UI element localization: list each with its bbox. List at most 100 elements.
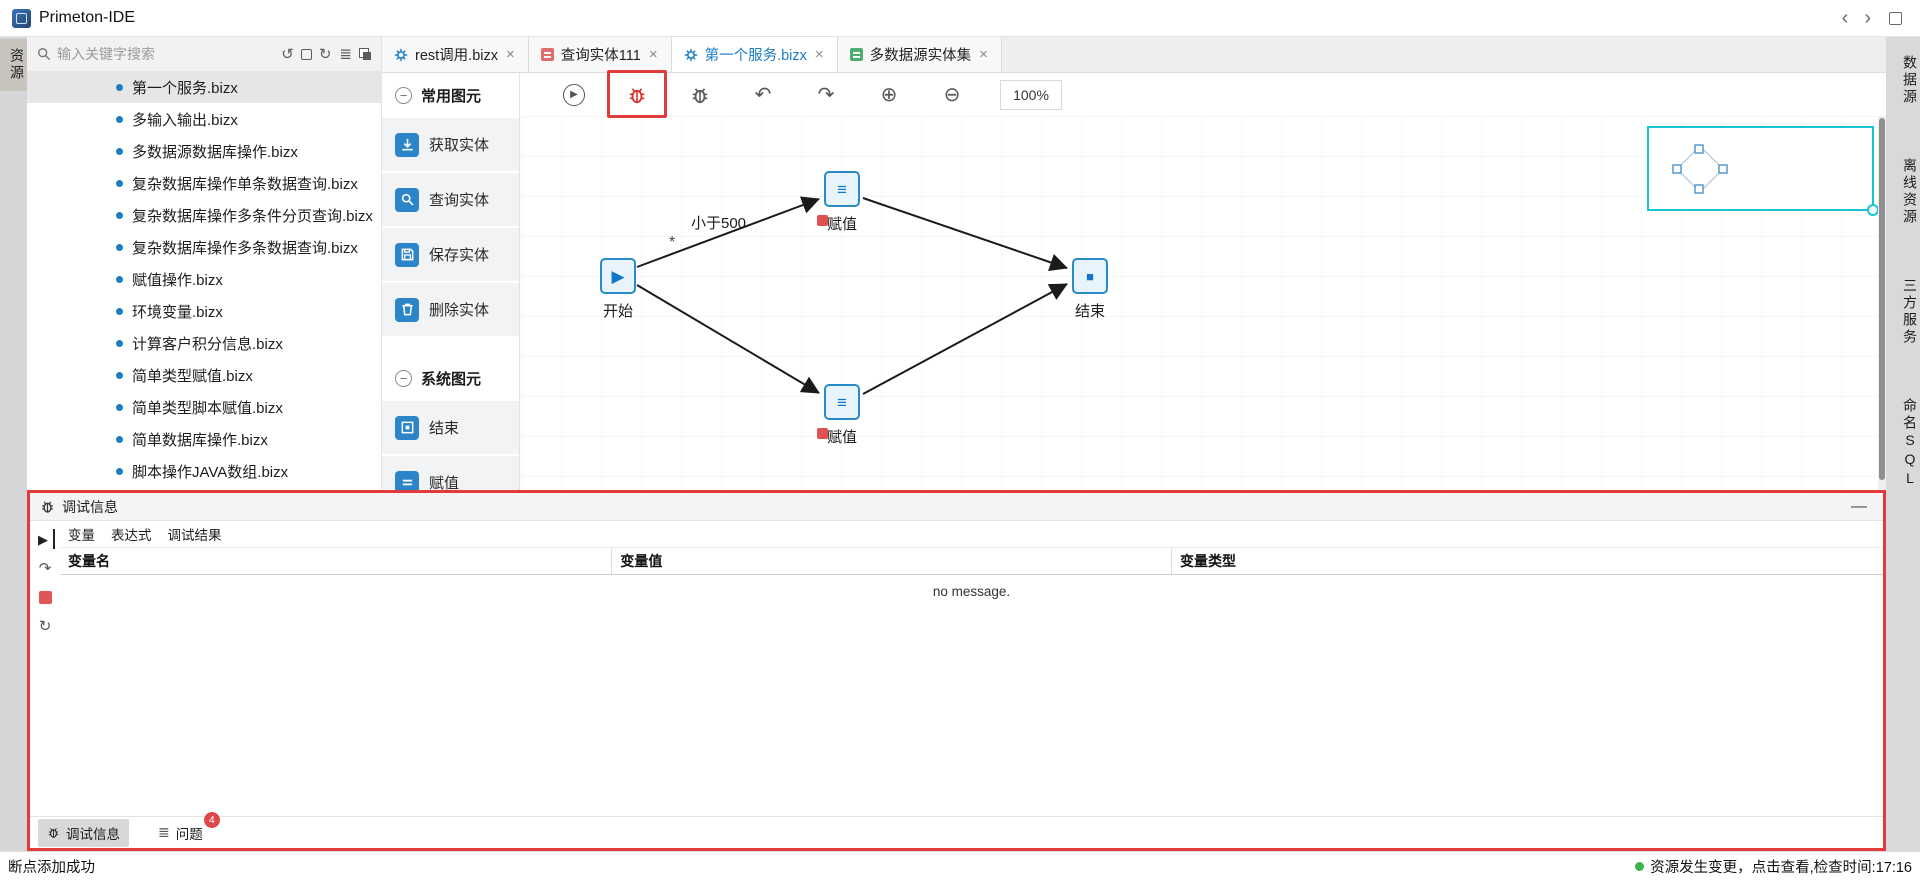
right-strip-tab-offline-resources[interactable]: 离线资源 <box>1902 158 1918 226</box>
search-input[interactable] <box>57 46 275 62</box>
collapse-icon[interactable]: − <box>395 370 412 387</box>
tab-debug-results[interactable]: 调试结果 <box>167 528 222 543</box>
element-palette: − 常用图元 获取实体 查询实体 保存实体 删除实体 − 系统 <box>382 73 520 490</box>
list-filter-icon[interactable]: ≣ <box>339 45 352 63</box>
sync-icon[interactable]: ↺ <box>281 45 294 63</box>
file-item[interactable]: 简单类型赋值.bizx <box>27 359 381 391</box>
variables-table-header: 变量名 变量值 变量类型 <box>60 548 1883 575</box>
file-item[interactable]: 第一个服务.bizx <box>27 71 381 103</box>
flow-canvas[interactable]: ▶ 开始 ≡ 赋值 ≡ 赋值 ■ 结束 小于500 * <box>521 116 1886 490</box>
right-strip-tab-named-sql[interactable]: 命名SQL <box>1902 398 1918 489</box>
redo-button[interactable]: ↷ <box>817 84 835 106</box>
zoom-out-button[interactable]: ⊖ <box>943 84 961 106</box>
empty-message: no message. <box>932 584 1011 599</box>
file-bullet-icon <box>116 371 123 379</box>
edge-asterisk-label: * <box>669 234 676 251</box>
file-item[interactable]: 赋值操作.bizx <box>27 263 381 295</box>
palette-section-system[interactable]: − 系统图元 <box>382 356 519 401</box>
right-strip-tab-third-party-services[interactable]: 三方服务 <box>1902 278 1918 346</box>
minimap[interactable] <box>1647 126 1879 216</box>
editor-tab[interactable]: 查询实体111 × <box>528 37 672 72</box>
bug-icon <box>48 828 59 838</box>
file-item[interactable]: 多数据源数据库操作.bizx <box>27 135 381 167</box>
list-icon: ≣ <box>158 824 170 840</box>
minimize-icon[interactable]: — <box>1851 497 1867 515</box>
left-strip-tab-resources[interactable]: 资源 <box>0 39 27 91</box>
column-variable-name[interactable]: 变量名 <box>60 548 613 574</box>
bug-icon <box>42 501 53 513</box>
editor-tab[interactable]: 多数据源实体集 × <box>837 37 1002 72</box>
run-test-button[interactable]: ▶ <box>559 80 589 110</box>
scrollbar-thumb[interactable] <box>1879 118 1885 480</box>
collapse-icon[interactable]: − <box>395 87 412 104</box>
step-over-button[interactable]: ↷ <box>38 560 52 577</box>
canvas-scrollbar[interactable] <box>1878 116 1886 490</box>
resource-change-notice[interactable]: 资源发生变更，点击查看,检查时间:17:16 <box>1650 859 1912 876</box>
stop-button[interactable] <box>35 587 55 607</box>
palette-item-delete-entity[interactable]: 删除实体 <box>382 283 519 336</box>
palette-item-assign[interactable]: 赋值 <box>382 456 519 490</box>
palette-item-save-entity[interactable]: 保存实体 <box>382 228 519 281</box>
package-icon[interactable] <box>300 48 312 60</box>
file-item[interactable]: 计算客户积分信息.bizx <box>27 327 381 359</box>
palette-section-common[interactable]: − 常用图元 <box>382 73 519 118</box>
file-item[interactable]: 脚本操作JAVA数组.bizx <box>27 455 381 487</box>
close-icon[interactable]: × <box>979 46 988 63</box>
titlebar: Primeton-IDE ‹ › <box>0 0 1920 37</box>
column-variable-value[interactable]: 变量值 <box>612 548 1173 574</box>
file-item[interactable]: 环境变量.bizx <box>27 295 381 327</box>
bottom-tab-problems[interactable]: ≣ 问题 4 <box>149 811 220 847</box>
close-icon[interactable]: × <box>814 46 824 63</box>
node-start[interactable]: ▶ <box>600 258 636 294</box>
refresh-icon[interactable]: ↻ <box>318 45 332 63</box>
minimap-thumbnail <box>1672 144 1728 194</box>
debug-settings-button[interactable] <box>685 80 715 110</box>
editor-tab[interactable]: rest调用.bizx × <box>382 37 529 72</box>
file-item[interactable]: 复杂数据库操作多条件分页查询.bizx <box>27 199 381 231</box>
file-item[interactable]: 复杂数据库操作单条数据查询.bizx <box>27 167 381 199</box>
sidebar-search-row: ↺ ↻ ≣ <box>27 37 381 71</box>
right-strip-tab-datasource[interactable]: 数据源 <box>1902 55 1918 106</box>
node-end[interactable]: ■ <box>1072 258 1108 294</box>
bottom-tab-debug-info[interactable]: 调试信息 <box>38 818 129 847</box>
file-item[interactable]: 复杂数据库操作多条数据查询.bizx <box>27 231 381 263</box>
add-breakpoint-debug-button[interactable] <box>622 80 652 110</box>
zoom-level-select[interactable]: 100% <box>1000 79 1062 110</box>
debug-toolbar: ▶ ↷ ↻ <box>30 521 60 816</box>
palette-item-end[interactable]: 结束 <box>382 401 519 454</box>
tab-expressions[interactable]: 表达式 <box>111 528 152 543</box>
file-bullet-icon <box>116 211 123 219</box>
node-assign-bottom[interactable]: ≡ <box>824 384 860 420</box>
file-bullet-icon <box>116 403 123 411</box>
resume-button[interactable]: ▶ <box>35 529 55 549</box>
close-icon[interactable]: × <box>506 46 515 63</box>
palette-item-get-entity[interactable]: 获取实体 <box>382 118 519 171</box>
nav-back-button[interactable]: ‹ <box>1841 7 1849 29</box>
file-bullet-icon <box>116 179 123 187</box>
node-start-label: 开始 <box>602 303 633 320</box>
window-restore-button[interactable] <box>1889 11 1902 25</box>
breakpoint-marker[interactable] <box>817 215 828 226</box>
file-item[interactable]: 简单数据库操作.bizx <box>27 423 381 455</box>
problems-count-badge: 4 <box>203 811 220 828</box>
status-message: 断点添加成功 <box>8 859 95 876</box>
editor-tab-active[interactable]: 第一个服务.bizx × <box>671 37 838 72</box>
close-icon[interactable]: × <box>648 46 658 63</box>
undo-button[interactable]: ↶ <box>754 84 772 106</box>
bug-gray-icon <box>692 87 708 103</box>
palette-item-query-entity[interactable]: 查询实体 <box>382 173 519 226</box>
file-bullet-icon <box>116 115 123 123</box>
tab-variables[interactable]: 变量 <box>68 528 95 543</box>
restart-button[interactable]: ↻ <box>38 618 52 635</box>
copy-view-icon[interactable] <box>359 48 371 60</box>
file-bullet-icon <box>116 467 123 475</box>
breakpoint-marker[interactable] <box>817 428 828 439</box>
file-item[interactable]: 多输入输出.bizx <box>27 103 381 135</box>
zoom-in-button[interactable]: ⊕ <box>880 84 898 106</box>
file-item[interactable]: 简单类型脚本赋值.bizx <box>27 391 381 423</box>
status-green-dot-icon <box>1635 861 1645 871</box>
nav-forward-button[interactable]: › <box>1864 7 1871 29</box>
column-variable-type[interactable]: 变量类型 <box>1180 553 1237 569</box>
node-assign-top[interactable]: ≡ <box>824 171 860 207</box>
